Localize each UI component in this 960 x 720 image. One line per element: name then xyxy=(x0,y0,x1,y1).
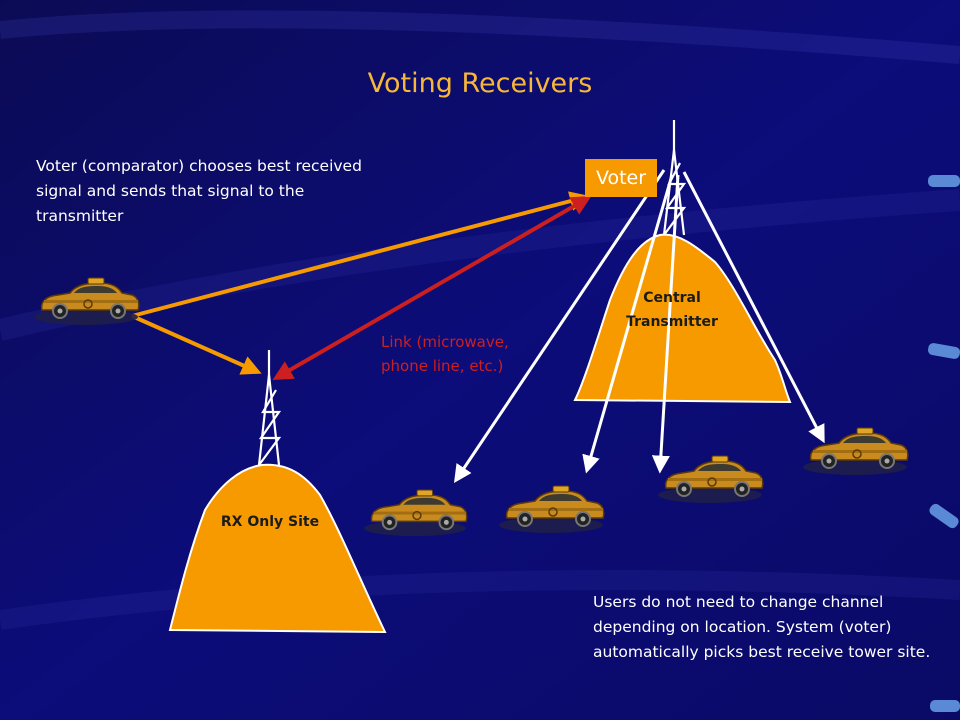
edge-decor xyxy=(927,175,960,712)
users-description: Users do not need to change channel depe… xyxy=(593,593,931,661)
rx-only-site-label: RX Only Site xyxy=(220,514,320,530)
link-voter-rx-arrow xyxy=(272,196,592,380)
central-site-mountain xyxy=(573,233,792,404)
central-transmitter-label: Central Transmitter xyxy=(626,290,718,330)
voter-description: Voter (comparator) chooses best received… xyxy=(36,157,362,225)
link-label: Link (microwave, phone line, etc.) xyxy=(381,333,509,375)
voter-box: Voter xyxy=(585,159,657,197)
downlink-arrows xyxy=(453,169,825,483)
rx-tower-icon xyxy=(257,350,282,466)
slide-title: Voting Receivers xyxy=(367,68,593,99)
rx-site-mountain xyxy=(168,463,387,634)
uplink-to-rx-site-arrow xyxy=(131,314,262,375)
